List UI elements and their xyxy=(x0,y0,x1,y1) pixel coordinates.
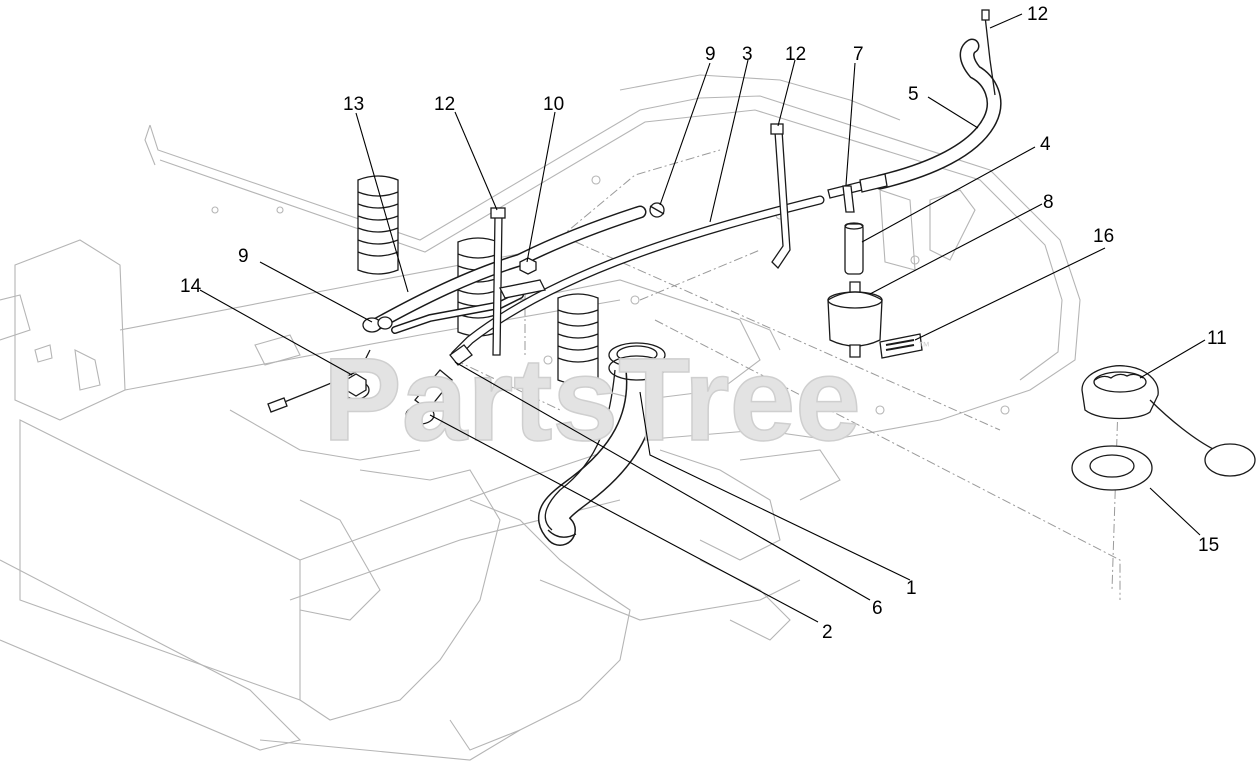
callout-8[interactable]: 8 xyxy=(1043,192,1054,213)
callout-13[interactable]: 13 xyxy=(343,94,364,115)
leader-10 xyxy=(526,111,556,263)
coil-spring-right xyxy=(557,293,599,385)
cable-tie-upper xyxy=(770,123,791,270)
leader-13 xyxy=(355,112,409,293)
tank-outlet-fitting xyxy=(405,344,473,425)
callout-14[interactable]: 14 xyxy=(180,276,202,297)
callout-5[interactable]: 5 xyxy=(908,84,919,105)
callout-15[interactable]: 15 xyxy=(1198,535,1219,556)
callout-12-top[interactable]: 12 xyxy=(1027,4,1048,25)
callout-1[interactable]: 1 xyxy=(906,578,917,599)
leader-12a xyxy=(454,111,498,211)
callout-12-upper[interactable]: 12 xyxy=(785,44,806,65)
callout-9-lower[interactable]: 9 xyxy=(238,246,249,267)
cable-tie-center xyxy=(490,207,506,356)
wire-harness xyxy=(267,349,371,413)
leader-2 xyxy=(429,414,819,623)
decal xyxy=(879,333,923,359)
fuel-sender-fitting xyxy=(342,373,370,400)
callout-11[interactable]: 11 xyxy=(1207,328,1227,349)
leader-16 xyxy=(914,247,1106,341)
callout-12-center[interactable]: 12 xyxy=(434,94,455,115)
fuel-hose xyxy=(450,195,825,360)
leader-14 xyxy=(199,289,353,376)
leader-4 xyxy=(861,146,1036,243)
hose-bracket xyxy=(499,279,546,299)
fuel-cap xyxy=(1081,365,1256,477)
leader-7 xyxy=(845,62,856,186)
leader-11 xyxy=(1139,339,1206,379)
watermark-text: PartsTree xyxy=(323,334,861,466)
callout-16[interactable]: 16 xyxy=(1093,226,1114,247)
hose-clamp-upper xyxy=(649,202,665,218)
callout-6[interactable]: 6 xyxy=(872,598,883,619)
leader-lines xyxy=(199,13,1206,623)
callout-4[interactable]: 4 xyxy=(1040,134,1051,155)
nut xyxy=(519,257,537,275)
tee-fitting xyxy=(827,173,888,213)
leader-1 xyxy=(639,391,911,581)
leader-6 xyxy=(454,361,871,601)
callout-2[interactable]: 2 xyxy=(822,622,833,643)
fuel-filter xyxy=(827,281,883,358)
callout-labels: 1 2 3 4 5 6 7 8 9 9 10 11 12 12 12 13 14… xyxy=(180,4,1227,643)
leader-5 xyxy=(927,96,979,129)
fuel-line-upper xyxy=(872,9,1002,190)
leader-9b xyxy=(259,261,373,323)
leader-12c xyxy=(989,13,1023,29)
vent-hose xyxy=(368,205,647,332)
leader-9a xyxy=(659,62,711,206)
fuel-filler-neck xyxy=(538,342,666,546)
watermark: PartsTree ™ xyxy=(322,333,930,467)
fuel-hose-short xyxy=(844,222,864,275)
leader-3 xyxy=(709,59,749,223)
callout-9-upper[interactable]: 9 xyxy=(705,44,716,65)
lower-fuel-line xyxy=(391,291,524,334)
leader-8 xyxy=(869,203,1043,295)
hose-clamp-lower xyxy=(362,316,393,333)
coil-spring-left xyxy=(357,175,399,275)
leader-12b xyxy=(777,59,796,127)
callout-3[interactable]: 3 xyxy=(742,44,753,65)
fuel-cap-gasket xyxy=(1071,445,1153,491)
leader-15 xyxy=(1149,487,1201,536)
watermark-trademark: ™ xyxy=(918,339,930,353)
chassis-frame xyxy=(0,74,1081,761)
callout-10[interactable]: 10 xyxy=(543,94,564,115)
callout-7[interactable]: 7 xyxy=(853,44,864,65)
